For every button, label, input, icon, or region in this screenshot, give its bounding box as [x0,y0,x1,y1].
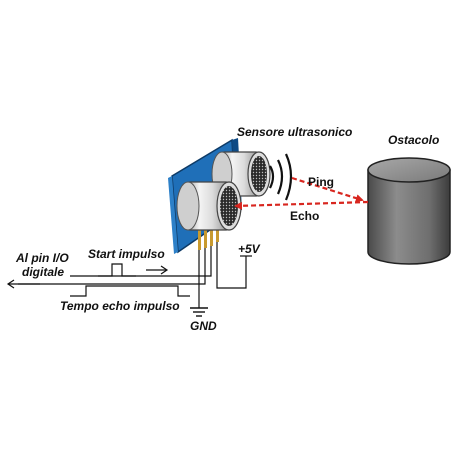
transmitter-transducer [176,181,242,231]
pin-io-label-line2: digitale [22,265,64,279]
sensor-label: Sensore ultrasonico [237,125,352,139]
echo-time-waveform [70,285,190,297]
start-direction-arrow [146,265,169,275]
echo-wire [18,248,206,285]
obstacle-cylinder [367,157,451,265]
ground-symbol [190,307,208,317]
ping-echo-arrows [234,176,369,210]
trigger-wire [70,246,212,277]
sound-wave-arcs [269,153,293,201]
vcc-label: +5V [238,242,261,256]
start-pulse-waveform [98,263,136,277]
ping-label: Ping [308,175,334,189]
obstacle-label: Ostacolo [388,133,439,147]
wiring [18,242,252,308]
output-arrow-left [6,279,40,289]
echo-label: Echo [290,209,319,223]
header-pins [198,220,219,250]
echo-arrow [234,200,369,210]
ping-arrow [291,176,364,203]
gnd-label: GND [190,319,217,333]
vcc-wire [216,242,247,289]
echo-time-label: Tempo echo impulso [60,299,180,313]
pin-io-label-line1: Al pin I/O [15,251,69,265]
start-pulse-label: Start impulso [88,247,165,261]
